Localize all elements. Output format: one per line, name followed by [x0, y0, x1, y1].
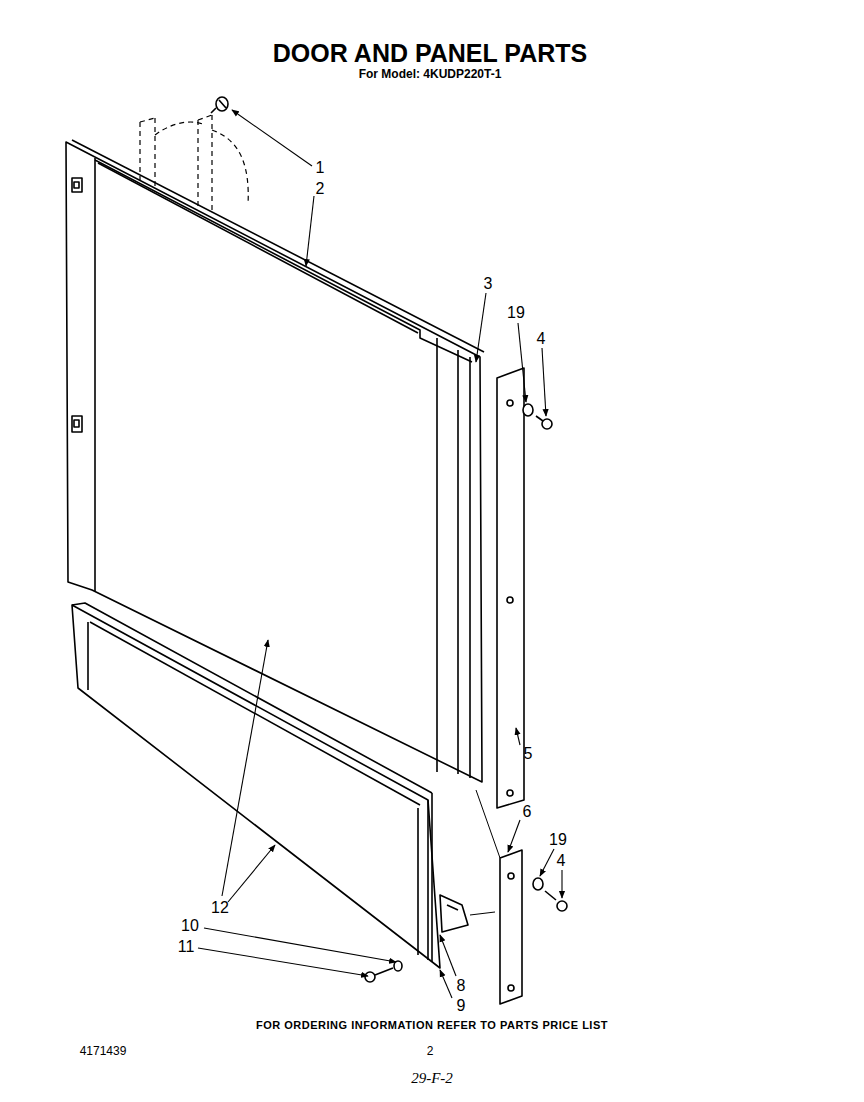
screw: [211, 97, 228, 113]
handwritten-code: 29-F-2: [411, 1070, 453, 1087]
callout-number: 11: [178, 938, 195, 956]
callout-number: 6: [523, 803, 532, 821]
callout-number: 12: [211, 899, 229, 917]
model-number: For Model: 4KUDP220T-1: [359, 68, 502, 81]
callout-number: 9: [457, 997, 466, 1015]
side-strip: [500, 850, 522, 1004]
callout-number: 10: [181, 917, 199, 935]
caption-note: FOR ORDERING INFORMATION REFER TO PARTS …: [256, 1019, 608, 1031]
document-number: 4171439: [80, 1045, 127, 1058]
callout-number: 4: [537, 330, 546, 348]
washer-screw: [365, 961, 402, 982]
callout-number: 1: [316, 159, 325, 177]
washer-screw: [523, 404, 552, 429]
callout-number: 2: [316, 180, 325, 198]
diagram-title: DOOR AND PANEL PARTS: [273, 40, 587, 68]
callout-number: 3: [484, 275, 493, 293]
callout-number: 19: [507, 304, 525, 322]
leader-line: [198, 110, 562, 998]
callout-number: 8: [457, 977, 466, 995]
callout-number: 4: [557, 852, 566, 870]
callout-number: 19: [549, 831, 567, 849]
side-strip: [497, 368, 524, 808]
callout-number: 5: [524, 745, 533, 763]
page-number: 2: [427, 1045, 434, 1058]
lower-panel: [72, 603, 468, 968]
